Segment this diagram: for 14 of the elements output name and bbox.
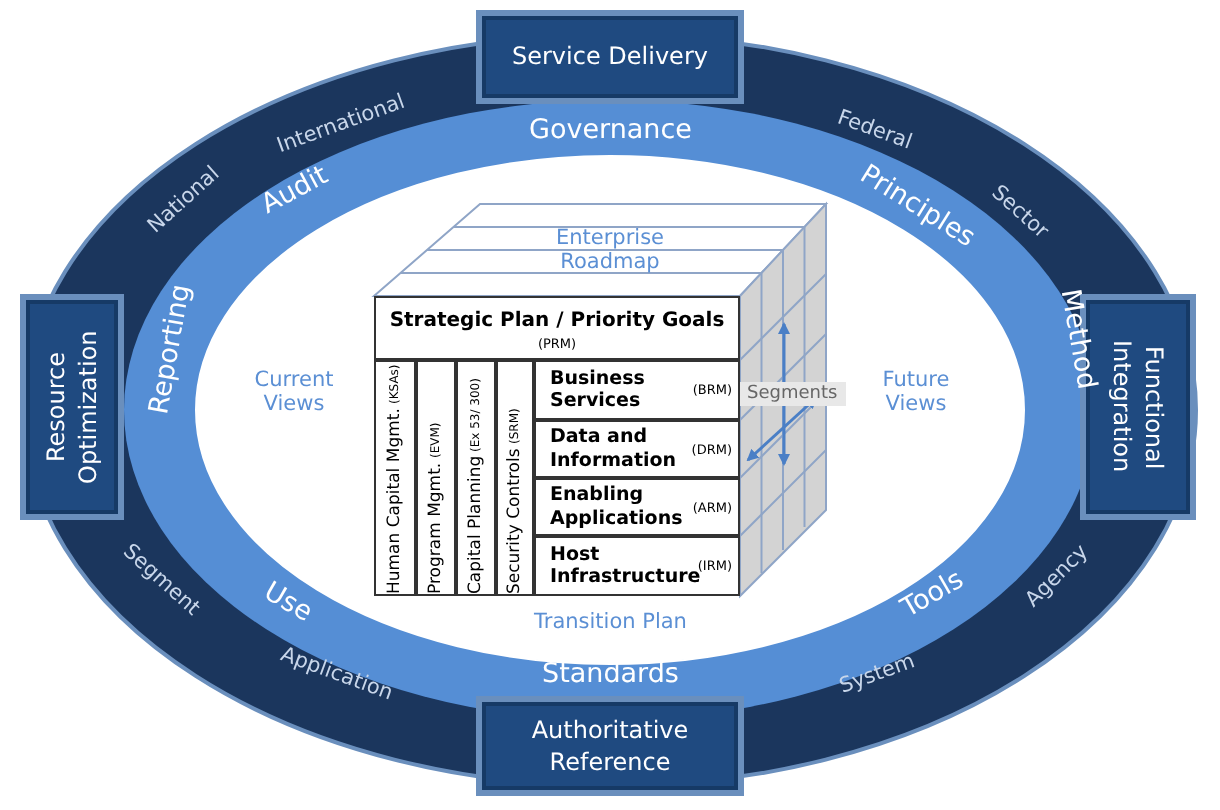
- process-box: Service Delivery: [476, 10, 744, 104]
- process-box: Resource Optimization: [20, 294, 124, 520]
- caption-text: Enterprise Roadmap: [553, 226, 666, 275]
- caption-text: Future Views: [880, 368, 952, 417]
- ring-label: Method: [1051, 286, 1100, 393]
- process-box: Authoritative Reference: [476, 696, 744, 796]
- ring-label: System: [835, 649, 918, 699]
- ring-label: Standards: [542, 660, 679, 692]
- segments-label: Segments: [739, 382, 846, 407]
- ring-label: Use: [256, 577, 316, 630]
- caption-text: Transition Plan: [534, 610, 687, 635]
- caption-text: Current Views: [252, 368, 336, 417]
- ring-label: Governance: [529, 116, 692, 148]
- ring-label: Tools: [895, 565, 969, 626]
